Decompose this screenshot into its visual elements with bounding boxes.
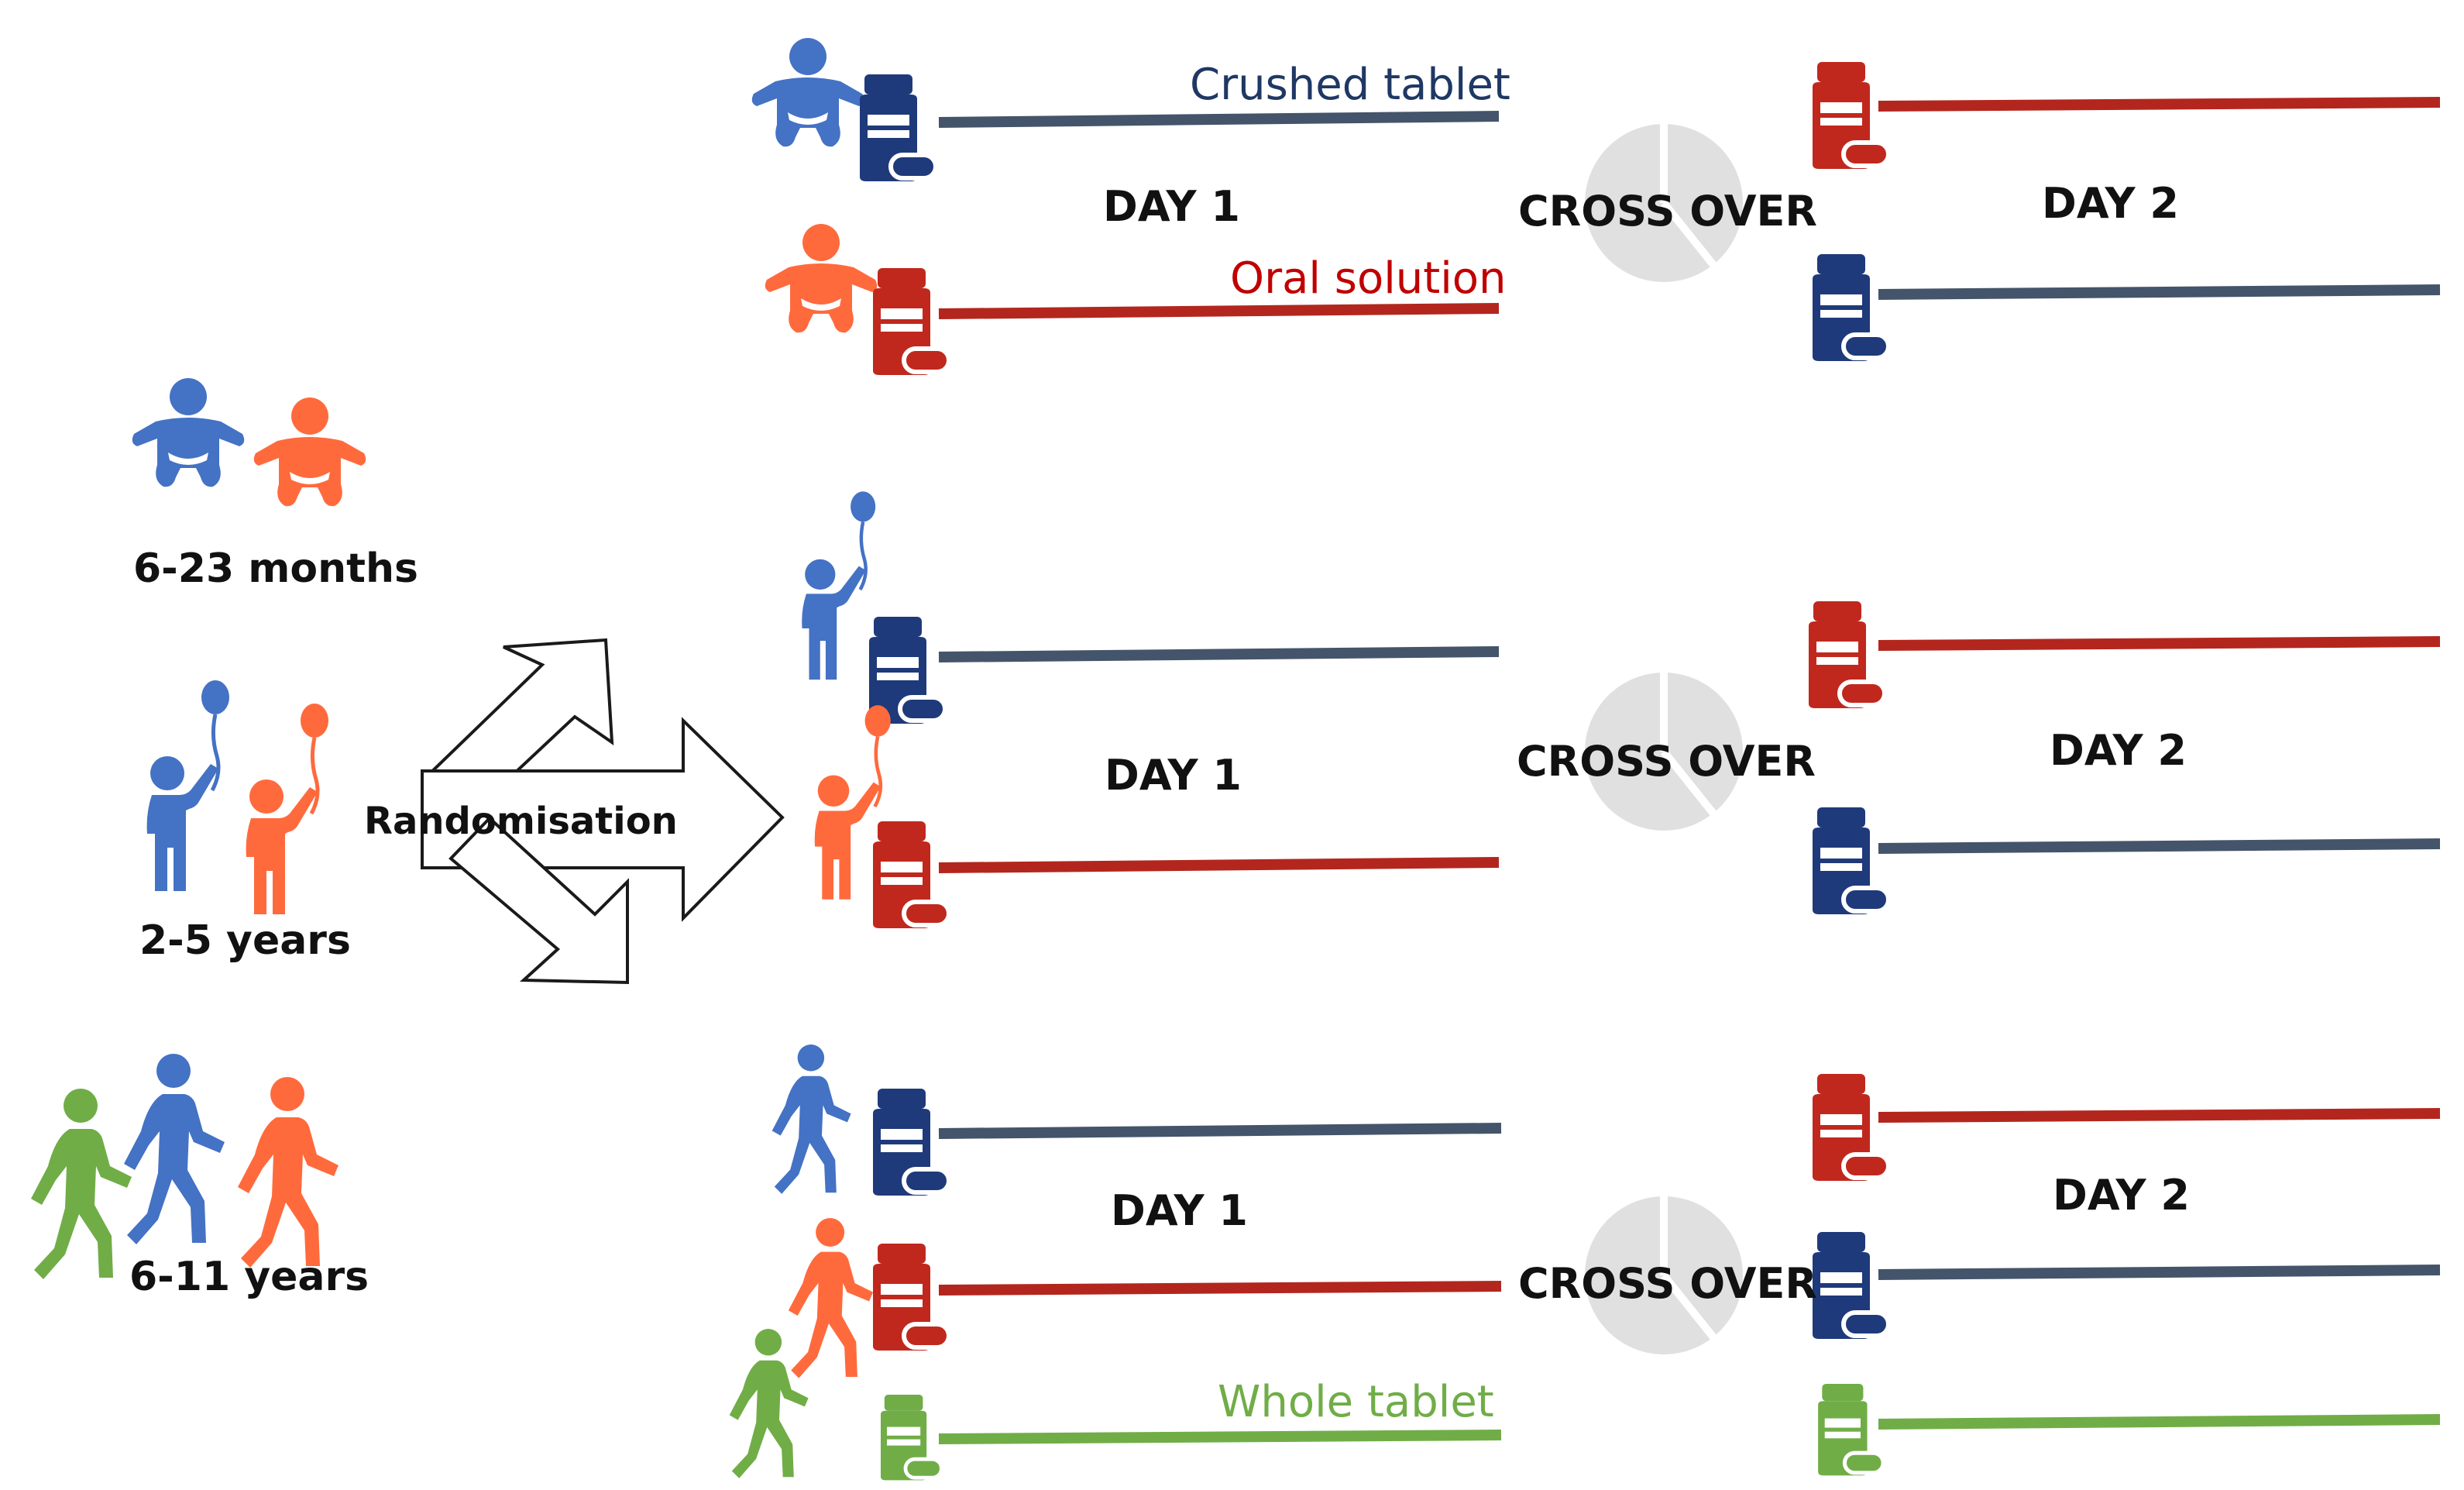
walking-child-icon xyxy=(124,1054,225,1244)
walking-child-icon xyxy=(772,1044,851,1194)
medicine-bottle-icon xyxy=(881,1395,941,1480)
medicine-bottle-icon xyxy=(1809,601,1885,708)
crushed-tablet-line xyxy=(1878,838,2441,854)
medicine-bottle-icon xyxy=(873,821,949,928)
school-arm-crushed-tablet xyxy=(772,1044,1502,1196)
crossover-circle-divider xyxy=(1660,673,1717,817)
medicine-bottle-icon xyxy=(1813,1074,1888,1181)
toddler-arm-oral-solution xyxy=(815,705,1500,928)
medicine-bottle-icon xyxy=(873,1244,949,1351)
walking-child-icon xyxy=(31,1089,132,1279)
toddler-day2-crushed-tablet xyxy=(1813,807,2441,914)
crossover-label: CROSS OVER xyxy=(1518,187,1817,236)
infant-icon xyxy=(132,378,245,487)
crushed-tablet-line xyxy=(938,111,1500,128)
randomisation-label: Randomisation xyxy=(364,800,678,843)
medicine-bottle-icon xyxy=(1813,254,1888,361)
day1-label: DAY 1 xyxy=(1105,751,1242,800)
infant-day2-crushed-tablet xyxy=(1813,254,2441,361)
randomisation-arrows xyxy=(421,638,785,985)
whole-tablet-label: Whole tablet xyxy=(1218,1377,1494,1427)
crossover-circle-divider xyxy=(1660,1196,1717,1340)
infant-day2-oral-solution xyxy=(1813,62,2441,169)
medicine-bottle-icon xyxy=(860,74,936,181)
oral-solution-line xyxy=(938,857,1500,873)
crushed-tablet-line xyxy=(1878,284,2441,300)
crossover-label: CROSS OVER xyxy=(1518,1259,1817,1308)
age-label-6-11-years: 6-11 years xyxy=(129,1254,369,1300)
school-arm-whole-tablet xyxy=(729,1329,1502,1480)
medicine-bottle-icon xyxy=(1813,62,1888,169)
child-with-balloon-icon xyxy=(147,680,229,891)
oral-solution-line xyxy=(938,1281,1502,1296)
age-group-school-children xyxy=(31,1054,338,1279)
child-with-balloon-icon xyxy=(246,704,328,914)
walking-child-icon xyxy=(729,1329,809,1478)
infant-arm-oral-solution xyxy=(765,224,1500,375)
infant-icon xyxy=(765,224,878,333)
toddler-day2-oral-solution xyxy=(1809,601,2441,708)
walking-child-icon xyxy=(788,1218,874,1378)
toddler-arm-crushed-tablet xyxy=(802,491,1500,724)
day1-label: DAY 1 xyxy=(1103,182,1240,231)
crushed-tablet-label: Crushed tablet xyxy=(1190,60,1510,110)
oral-solution-line xyxy=(1878,1108,2441,1123)
crossover-label: CROSS OVER xyxy=(1517,737,1816,786)
school-day2-crushed-tablet xyxy=(1813,1232,2441,1339)
walking-child-icon xyxy=(238,1077,338,1268)
age-group-infants xyxy=(132,378,366,507)
age-group-toddlers xyxy=(147,680,328,914)
infant-icon xyxy=(751,38,864,147)
whole-tablet-line xyxy=(1878,1414,2441,1430)
medicine-bottle-icon xyxy=(1813,1232,1888,1339)
crushed-tablet-line xyxy=(938,646,1500,662)
medicine-bottle-icon xyxy=(873,268,949,375)
medicine-bottle-icon xyxy=(1818,1384,1883,1475)
school-day2-oral-solution xyxy=(1813,1074,2441,1181)
age-label-6-23-months: 6-23 months xyxy=(133,545,418,592)
arrow-down-right xyxy=(448,816,629,985)
day2-label: DAY 2 xyxy=(2053,1171,2190,1220)
crushed-tablet-line xyxy=(938,1123,1502,1139)
oral-solution-line xyxy=(938,303,1500,319)
medicine-bottle-icon xyxy=(873,1089,949,1196)
school-arm-oral-solution xyxy=(788,1218,1502,1378)
day2-label: DAY 2 xyxy=(2050,726,2187,775)
oral-solution-label: Oral solution xyxy=(1230,253,1507,304)
crossover-circle-divider xyxy=(1660,124,1717,268)
crushed-tablet-line xyxy=(1878,1265,2441,1280)
infant-icon xyxy=(253,397,366,507)
age-label-2-5-years: 2-5 years xyxy=(139,917,351,964)
day1-label: DAY 1 xyxy=(1111,1186,1248,1235)
oral-solution-line xyxy=(1878,97,2441,112)
child-with-balloon-icon xyxy=(802,491,875,680)
whole-tablet-line xyxy=(938,1430,1502,1444)
day2-label: DAY 2 xyxy=(2042,179,2179,228)
school-day2-whole-tablet xyxy=(1818,1384,2441,1475)
medicine-bottle-icon xyxy=(1813,807,1888,914)
infant-arm-crushed-tablet xyxy=(751,38,1500,181)
oral-solution-line xyxy=(1878,636,2441,651)
